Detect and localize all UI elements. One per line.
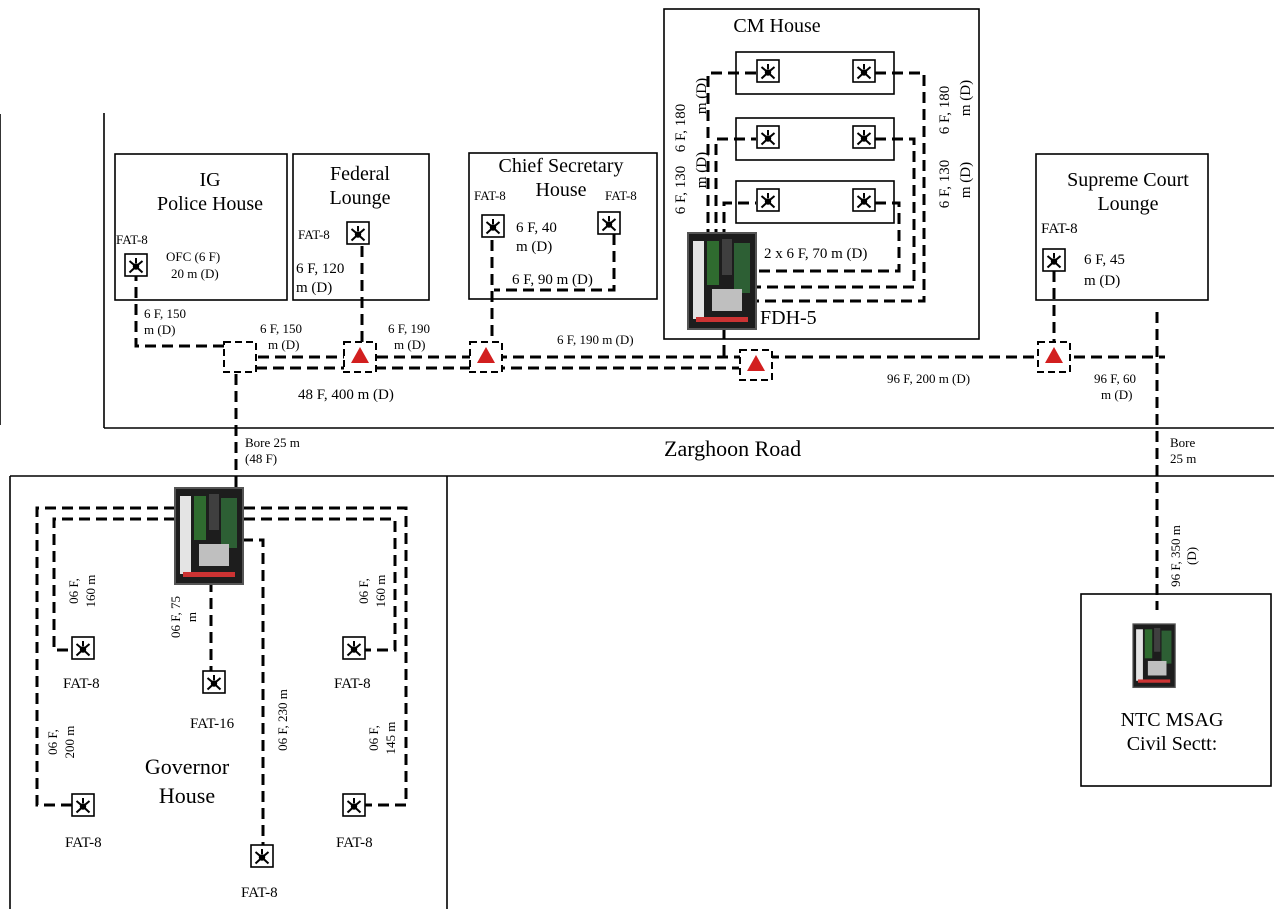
ntc-title-2: Civil Sectt:	[1127, 733, 1218, 755]
cable-label: m	[184, 612, 199, 622]
fat-8-label: FAT-8	[298, 227, 330, 242]
road-label: Zarghoon Road	[664, 436, 801, 461]
cable-label: m (D)	[1101, 387, 1132, 402]
splice-closure-chief	[469, 341, 503, 373]
federal-title-2: Lounge	[329, 187, 390, 209]
cable-label: m (D)	[958, 162, 974, 198]
cable-label: 6 F, 190 m (D)	[557, 332, 634, 347]
chief-title-2: House	[535, 179, 586, 201]
governor-fdh-cabinet-icon	[174, 487, 244, 585]
cable-label: 06 F,	[66, 578, 81, 604]
supreme-title-2: Lounge	[1097, 193, 1158, 215]
fat-8-label: FAT-8	[65, 835, 102, 851]
cable-label: 6 F, 180	[673, 104, 689, 152]
cable-label: 6 F, 190	[388, 321, 430, 336]
fat-8-label: FAT-8	[336, 835, 373, 851]
splice-closure-supreme	[1037, 341, 1071, 373]
cable-label: (48 F)	[245, 451, 277, 466]
fat-8-label: FAT-8	[116, 232, 148, 247]
cable-label: m (D)	[394, 337, 425, 352]
cable-label: 20 m (D)	[171, 266, 219, 281]
trunk-96f-label: 96 F, 200 m (D)	[887, 371, 970, 386]
cable-label: m (D)	[1084, 273, 1120, 289]
cable-label: m (D)	[958, 80, 974, 116]
cable-label: m (D)	[296, 280, 332, 296]
cable-label: 25 m	[1170, 451, 1196, 466]
cable-label: 200 m	[62, 726, 77, 759]
supreme-court-lounge-box	[1035, 153, 1209, 301]
fat-8-label: FAT-8	[63, 676, 100, 692]
trunk-48f-label: 48 F, 400 m (D)	[298, 387, 394, 403]
governor-title-1: Governor	[145, 754, 230, 779]
ig-title-1: IG	[199, 169, 220, 191]
cm-house-box	[663, 8, 980, 340]
ig-police-house-box	[114, 153, 288, 301]
cable-label: 06 F,	[45, 729, 60, 755]
cable-label: 6 F, 40	[516, 220, 557, 236]
cable-label: 06 F, 230 m	[275, 689, 290, 751]
splice-closure-cm	[739, 349, 773, 381]
supreme-title-1: Supreme Court	[1067, 169, 1189, 191]
ig-title-2: Police House	[157, 193, 263, 215]
governor-title-2: House	[159, 783, 215, 808]
fat-8-label: FAT-8	[334, 676, 371, 692]
cable-label: 6 F, 90 m (D)	[512, 272, 593, 288]
federal-title-1: Federal	[330, 163, 390, 185]
cable-label: 06 F,	[366, 725, 381, 751]
cable-label: 96 F, 350 m	[1168, 525, 1183, 587]
cable-label: m (D)	[516, 239, 552, 255]
ntc-msag-cabinet-icon	[1132, 623, 1176, 689]
cable-label: 6 F, 150	[260, 321, 302, 336]
cable-label: Bore	[1170, 435, 1196, 450]
cable-label: (D)	[1184, 547, 1199, 565]
cable-label: 2 x 6 F, 70 m (D)	[764, 246, 867, 262]
cable-label: 6 F, 45	[1084, 252, 1125, 268]
cable-label: 160 m	[373, 575, 388, 608]
cable-label: Bore 25 m	[245, 435, 300, 450]
cm-house-title: CM House	[733, 15, 820, 37]
cable-label: m (D)	[144, 322, 175, 337]
cable-label: m (D)	[694, 152, 710, 188]
fat-16-label: FAT-16	[190, 716, 235, 732]
chief-secretary-house-box	[468, 152, 658, 300]
cable-label: 06 F,	[356, 578, 371, 604]
cable-label: 06 F, 75	[168, 596, 183, 638]
chief-title-1: Chief Secretary	[499, 155, 624, 177]
fat-8-label: FAT-8	[474, 188, 506, 203]
cable-label: OFC (6 F)	[166, 249, 220, 264]
splice-closure-federal	[343, 341, 377, 373]
ntc-title-1: NTC MSAG	[1121, 709, 1224, 731]
cable-label: 6 F, 150	[144, 306, 186, 321]
fdh-5-cabinet-icon	[687, 232, 757, 330]
cable-label: m (D)	[268, 337, 299, 352]
cable-label: 6 F, 130	[673, 166, 689, 214]
cable-label: 6 F, 130	[937, 160, 953, 208]
cable-label: 160 m	[83, 575, 98, 608]
cable-label: m (D)	[694, 78, 710, 114]
fat-8-label: FAT-8	[241, 885, 278, 901]
cable-label: 6 F, 180	[937, 86, 953, 134]
cable-label: 6 F, 120	[296, 261, 344, 277]
cable-label: 145 m	[383, 722, 398, 755]
fat-8-label: FAT-8	[605, 188, 637, 203]
fat-8-label: FAT-8	[1041, 221, 1078, 237]
ntc-msag-box	[1080, 593, 1272, 787]
fdh-5-label: FDH-5	[760, 307, 817, 329]
splice-closure-1	[223, 341, 257, 373]
cable-label: 96 F, 60	[1094, 371, 1136, 386]
